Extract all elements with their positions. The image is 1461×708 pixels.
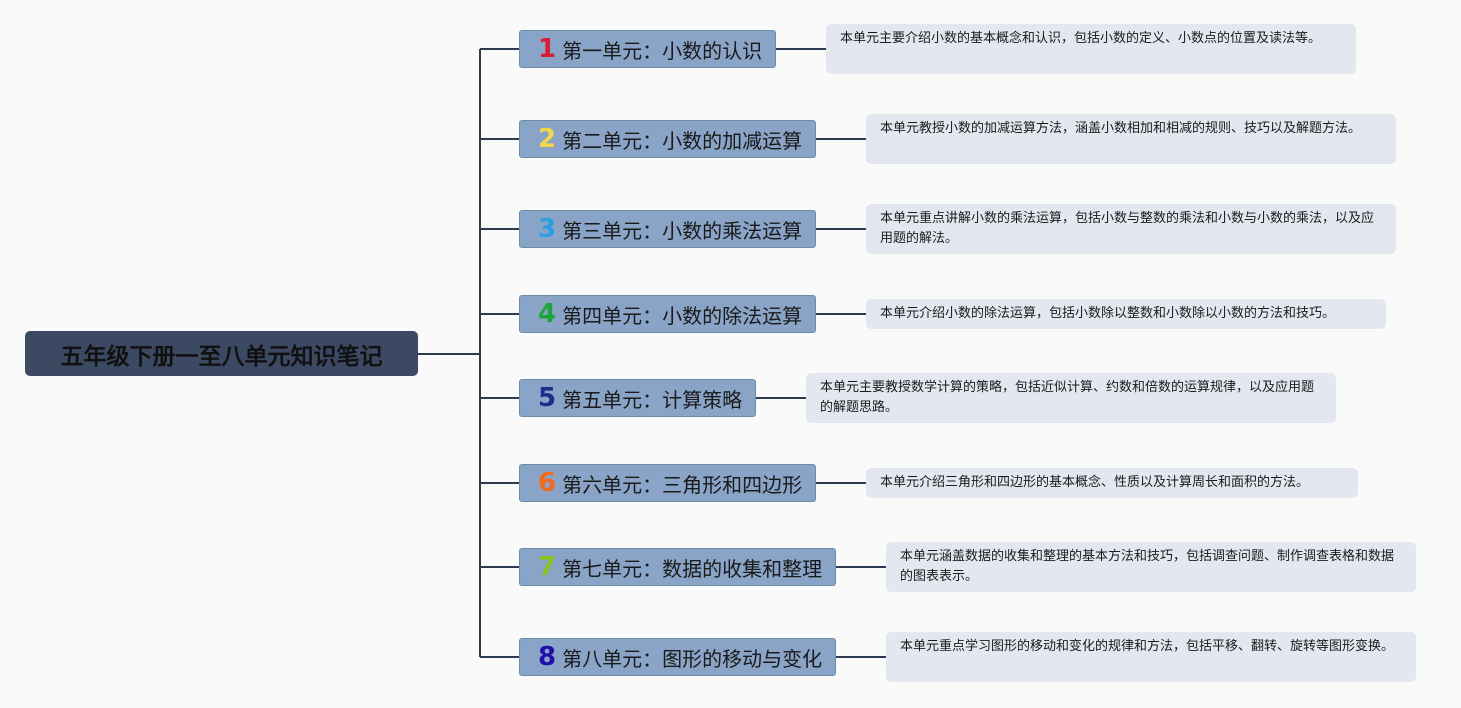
unit-title: 第四单元：小数的除法运算 [562, 303, 803, 328]
unit-number-badge: 1 [538, 34, 557, 64]
unit-number-badge: 7 [538, 552, 557, 582]
unit-number-badge: 5 [538, 383, 557, 413]
description-text: 本单元主要介绍小数的基本概念和认识，包括小数的定义、小数点的位置及读法等。 [840, 31, 1322, 46]
unit-description-6[interactable]: 本单元介绍三角形和四边形的基本概念、性质以及计算周长和面积的方法。 [866, 468, 1358, 498]
unit-description-5[interactable]: 本单元主要教授数学计算的策略，包括近似计算、约数和倍数的运算规律，以及应用题的解… [806, 373, 1336, 423]
unit-title: 第一单元：小数的认识 [562, 38, 763, 63]
unit-title: 第三单元：小数的乘法运算 [562, 218, 803, 243]
description-text: 本单元教授小数的加减运算方法，涵盖小数相加和相减的规则、技巧以及解题方法。 [880, 121, 1362, 136]
unit-description-4[interactable]: 本单元介绍小数的除法运算，包括小数除以整数和小数除以小数的方法和技巧。 [866, 299, 1386, 329]
description-text: 本单元重点学习图形的移动和变化的规律和方法，包括平移、翻转、旋转等图形变换。 [900, 639, 1395, 654]
description-text: 本单元涵盖数据的收集和整理的基本方法和技巧，包括调查问题、制作调查表格和数据的图… [900, 549, 1395, 584]
unit-description-7[interactable]: 本单元涵盖数据的收集和整理的基本方法和技巧，包括调查问题、制作调查表格和数据的图… [886, 542, 1416, 592]
unit-title: 第八单元：图形的移动与变化 [562, 646, 823, 671]
unit-title: 第六单元：三角形和四边形 [562, 472, 803, 497]
unit-title: 第七单元：数据的收集和整理 [562, 556, 823, 581]
unit-title: 第五单元：计算策略 [562, 387, 743, 412]
root-topic[interactable]: 五年级下册一至八单元知识笔记 [25, 331, 418, 376]
description-text: 本单元重点讲解小数的乘法运算，包括小数与整数的乘法和小数与小数的乘法，以及应用题… [880, 211, 1375, 246]
description-text: 本单元主要教授数学计算的策略，包括近似计算、约数和倍数的运算规律，以及应用题的解… [820, 380, 1315, 415]
unit-number-badge: 6 [538, 468, 557, 498]
unit-description-3[interactable]: 本单元重点讲解小数的乘法运算，包括小数与整数的乘法和小数与小数的乘法，以及应用题… [866, 204, 1396, 254]
description-text: 本单元介绍三角形和四边形的基本概念、性质以及计算周长和面积的方法。 [880, 475, 1310, 490]
unit-number-badge: 8 [538, 642, 557, 672]
unit-number-badge: 3 [538, 214, 557, 244]
unit-description-8[interactable]: 本单元重点学习图形的移动和变化的规律和方法，包括平移、翻转、旋转等图形变换。 [886, 632, 1416, 682]
unit-number-badge: 2 [538, 124, 557, 154]
description-text: 本单元介绍小数的除法运算，包括小数除以整数和小数除以小数的方法和技巧。 [880, 306, 1336, 321]
unit-description-1[interactable]: 本单元主要介绍小数的基本概念和认识，包括小数的定义、小数点的位置及读法等。 [826, 24, 1356, 74]
unit-title: 第二单元：小数的加减运算 [562, 128, 803, 153]
root-title: 五年级下册一至八单元知识笔记 [60, 343, 383, 370]
unit-number-badge: 4 [538, 299, 557, 329]
unit-description-2[interactable]: 本单元教授小数的加减运算方法，涵盖小数相加和相减的规则、技巧以及解题方法。 [866, 114, 1396, 164]
